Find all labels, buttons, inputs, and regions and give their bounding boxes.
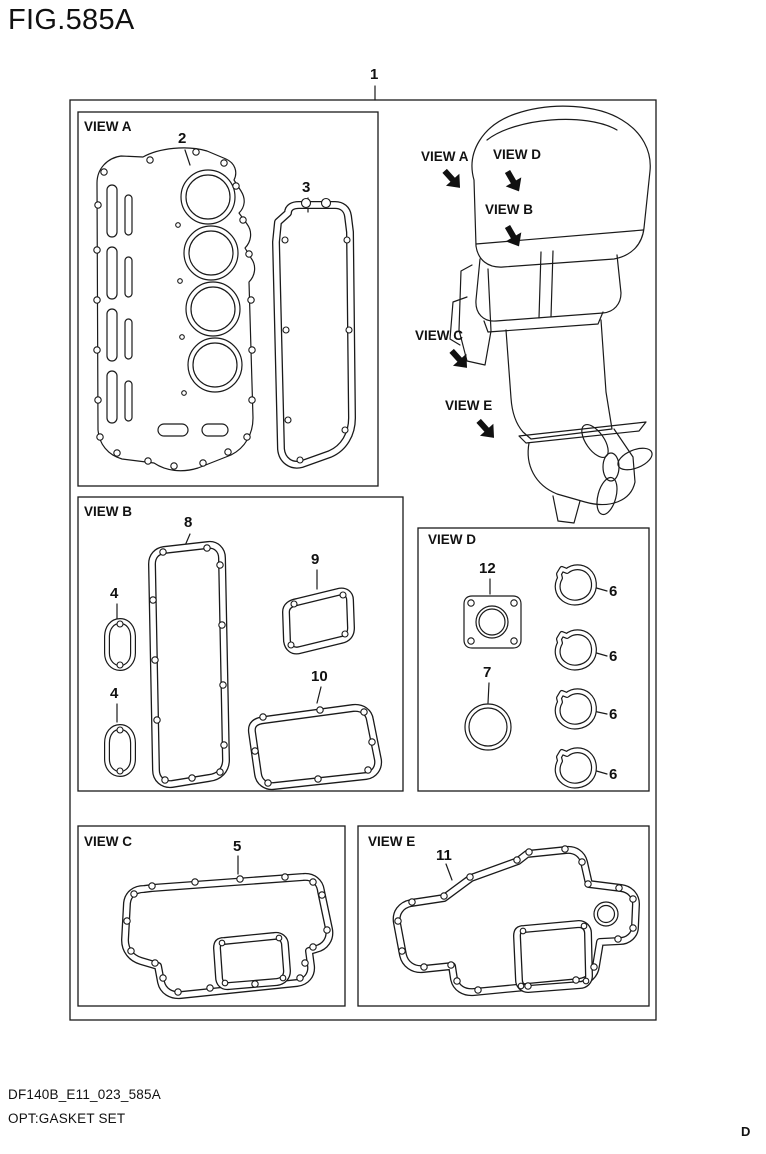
o-ring-drawing bbox=[464, 703, 512, 751]
seal-gasket-3 bbox=[558, 691, 594, 726]
view-a-frame bbox=[77, 111, 379, 487]
outboard-motor-drawing bbox=[449, 105, 653, 524]
leader-lines bbox=[116, 85, 608, 881]
part-number-10: 10 bbox=[311, 668, 328, 685]
exhaust-gasket-drawing-1 bbox=[104, 618, 136, 671]
oil-pan-gasket-drawing bbox=[121, 872, 334, 1000]
part-number-5: 5 bbox=[233, 838, 242, 855]
view-c-frame bbox=[77, 825, 346, 1007]
part-number-1: 1 bbox=[370, 66, 379, 83]
view-e-arrow-icon bbox=[476, 418, 495, 438]
main-frame bbox=[69, 99, 657, 1021]
footer-code: DF140B_E11_023_585A bbox=[8, 1087, 161, 1102]
pump-gasket-drawing bbox=[463, 595, 522, 649]
lower-cover-gasket-drawing bbox=[247, 703, 383, 791]
motor-callout-view-c: VIEW C bbox=[415, 328, 464, 343]
thermostat-gasket-drawing bbox=[282, 587, 355, 655]
part-number-2: 2 bbox=[178, 130, 187, 147]
view-b-arrow-icon bbox=[504, 224, 522, 247]
motor-callout-view-b: VIEW B bbox=[485, 202, 534, 217]
figure-title: FIG.585A bbox=[8, 4, 135, 36]
part-number-4a: 4 bbox=[110, 585, 119, 602]
head-cover-gasket-drawing bbox=[272, 197, 356, 469]
part-number-9: 9 bbox=[311, 551, 320, 568]
part-number-4b: 4 bbox=[110, 685, 119, 702]
part-number-12: 12 bbox=[479, 560, 496, 577]
view-d-arrow-icon bbox=[504, 169, 522, 192]
part-number-6d: 6 bbox=[609, 766, 618, 783]
part-number-7: 7 bbox=[483, 664, 492, 681]
view-c-arrow-icon bbox=[449, 348, 468, 368]
motor-callout-view-e: VIEW E bbox=[445, 398, 493, 413]
seal-gasket-2 bbox=[558, 632, 594, 667]
part-number-6c: 6 bbox=[609, 706, 618, 723]
view-a-arrow-icon bbox=[442, 168, 461, 188]
seal-gasket-4 bbox=[558, 750, 594, 785]
chain-cover-gasket-drawing bbox=[392, 845, 640, 997]
side-cover-gasket-drawing bbox=[148, 540, 230, 789]
part-number-11: 11 bbox=[436, 847, 452, 864]
part-number-3: 3 bbox=[302, 179, 311, 196]
exhaust-gasket-drawing-2 bbox=[104, 724, 136, 777]
view-e-frame bbox=[357, 825, 650, 1007]
cylinder-head-gasket-drawing bbox=[93, 147, 256, 472]
part-number-6b: 6 bbox=[609, 648, 618, 665]
footer-caption: OPT:GASKET SET bbox=[8, 1111, 126, 1126]
view-d-frame bbox=[417, 527, 650, 792]
page-marker: D bbox=[741, 1124, 751, 1139]
part-number-8: 8 bbox=[184, 514, 193, 531]
view-c-frame-label: VIEW C bbox=[84, 834, 133, 849]
motor-callout-view-a: VIEW A bbox=[421, 149, 469, 164]
view-b-frame bbox=[77, 496, 404, 792]
view-b-frame-label: VIEW B bbox=[84, 504, 133, 519]
seal-gasket-1 bbox=[558, 567, 594, 602]
view-e-frame-label: VIEW E bbox=[368, 834, 416, 849]
frames bbox=[69, 99, 657, 1021]
motor-callout-view-d: VIEW D bbox=[493, 147, 542, 162]
part-number-6a: 6 bbox=[609, 583, 618, 600]
view-d-frame-label: VIEW D bbox=[428, 532, 477, 547]
view-a-frame-label: VIEW A bbox=[84, 119, 132, 134]
head-gasket-bolt-holes bbox=[93, 148, 256, 470]
